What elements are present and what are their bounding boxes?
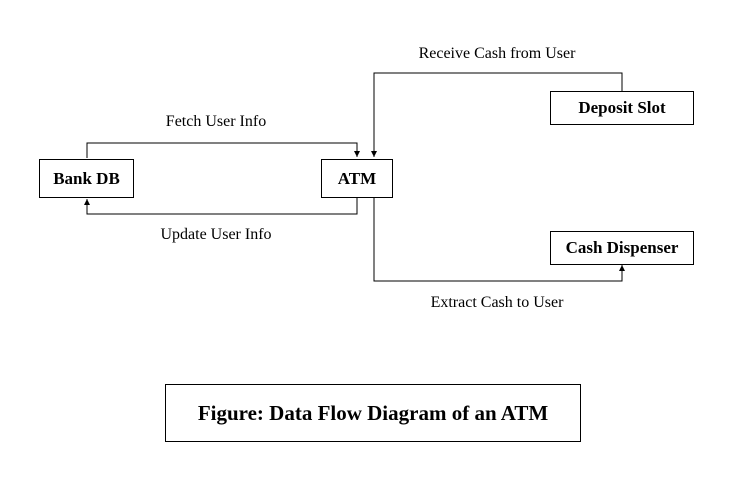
receive-cash-arrow [371, 72, 623, 157]
cash-dispenser-node: Cash Dispenser [550, 231, 694, 265]
update-user-info-label: Update User Info [160, 226, 272, 243]
extract-cash-label: Extract Cash to User [430, 294, 564, 311]
receive-cash-label: Receive Cash from User [418, 45, 576, 62]
bank-db-node: Bank DB [39, 159, 134, 198]
extract-cash-arrow [373, 197, 625, 282]
fetch-user-info-arrow [86, 142, 360, 158]
update-user-info-arrow [84, 197, 358, 215]
atm-node: ATM [321, 159, 393, 198]
figure-caption: Figure: Data Flow Diagram of an ATM [165, 384, 581, 442]
fetch-user-info-label: Fetch User Info [165, 113, 267, 130]
deposit-slot-node: Deposit Slot [550, 91, 694, 125]
